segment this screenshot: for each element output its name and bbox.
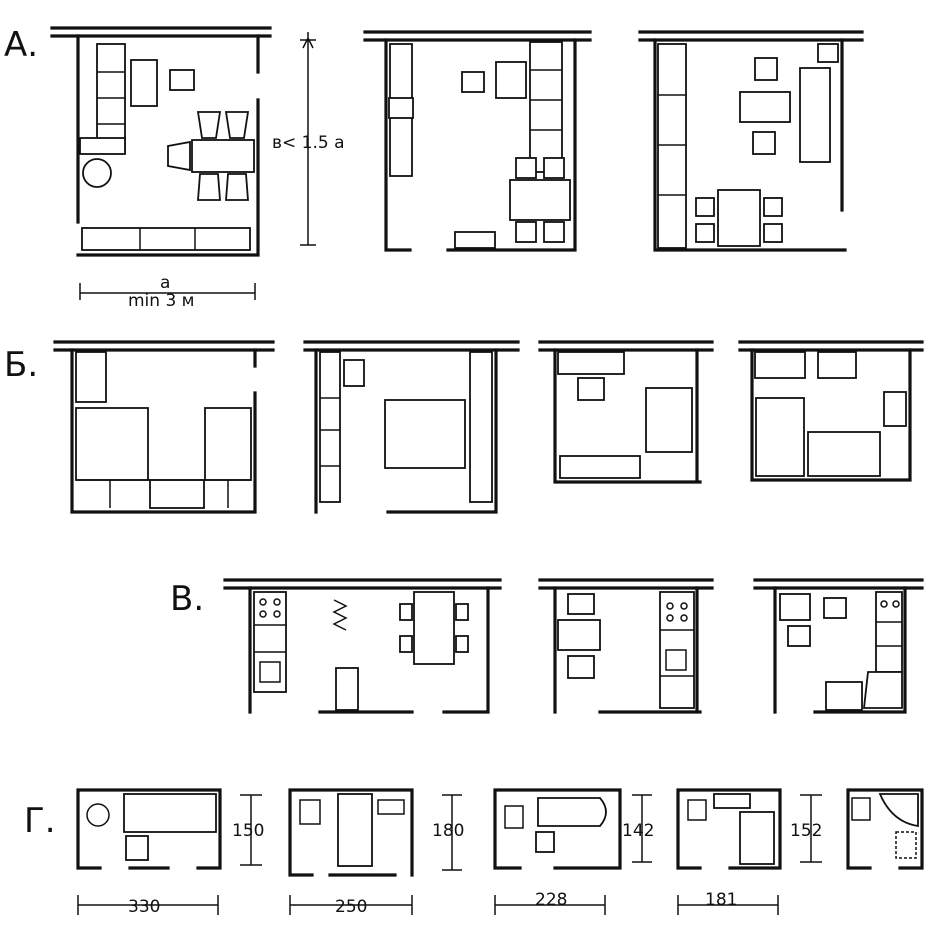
bathtub-icon [739, 811, 775, 865]
bath-width-label: 181 [705, 890, 737, 910]
bath-height-label: 142 [622, 821, 654, 841]
row-b-letter: Б. [4, 345, 38, 385]
dining-table-grid [384, 399, 466, 469]
bath-plan-corner [846, 788, 924, 870]
dim-b-label: в< 1.5 a [272, 133, 345, 153]
toilet-icon [504, 805, 524, 829]
window-wall [50, 26, 272, 38]
bath-plan-181: 152 181 [676, 788, 822, 915]
sink-icon [259, 661, 281, 683]
plan-b1 [53, 340, 275, 514]
toilet-icon [86, 803, 110, 827]
bathtub-icon [337, 793, 373, 867]
plan-a2 [363, 30, 592, 252]
row-b: Б. [4, 340, 924, 514]
row-g-letter: Г. [24, 801, 56, 841]
plan-b3 [538, 340, 714, 484]
row-a: А. в< 1.5 a a min 3 м [4, 25, 864, 311]
sink-icon [82, 158, 112, 188]
bath-plan-330: 150 330 [76, 788, 264, 917]
plan-v1 [223, 578, 502, 714]
toilet-icon [851, 797, 871, 821]
bath-plan-228: 142 228 [493, 788, 654, 915]
row-v: В. [170, 578, 924, 714]
bath-height-label: 152 [790, 821, 822, 841]
dim-a-label: a [160, 273, 170, 293]
bath-width-label: 330 [128, 897, 160, 917]
plan-b2 [303, 340, 520, 514]
plan-v3 [753, 578, 924, 714]
washbasin-icon [125, 835, 149, 861]
stove-unit [253, 591, 287, 693]
bath-plan-250: 180 250 [288, 788, 464, 917]
row-v-letter: В. [170, 579, 204, 619]
bathtub-icon [537, 797, 607, 827]
plan-a1: в< 1.5 a a min 3 м [50, 26, 345, 311]
bath-height-label: 180 [432, 821, 464, 841]
bath-width-label: 228 [535, 890, 567, 910]
washbasin-icon [377, 799, 405, 815]
bath-height-label: 150 [232, 821, 264, 841]
plan-a3 [638, 30, 864, 252]
washbasin-icon [895, 831, 917, 859]
toilet-icon [299, 799, 321, 825]
plan-b4 [738, 340, 924, 482]
row-a-letter: А. [4, 25, 38, 65]
bathtub-icon [123, 793, 217, 833]
dining-table [191, 139, 255, 173]
row-g: Г. 150 330 180 250 [24, 788, 924, 917]
bath-width-label: 250 [335, 897, 367, 917]
shower-icon [878, 793, 919, 828]
plan-v2 [538, 578, 714, 714]
toilet-icon [687, 799, 707, 821]
dim-min-label: min 3 м [128, 291, 195, 311]
washbasin-icon [535, 831, 555, 853]
washbasin-icon [713, 793, 751, 809]
